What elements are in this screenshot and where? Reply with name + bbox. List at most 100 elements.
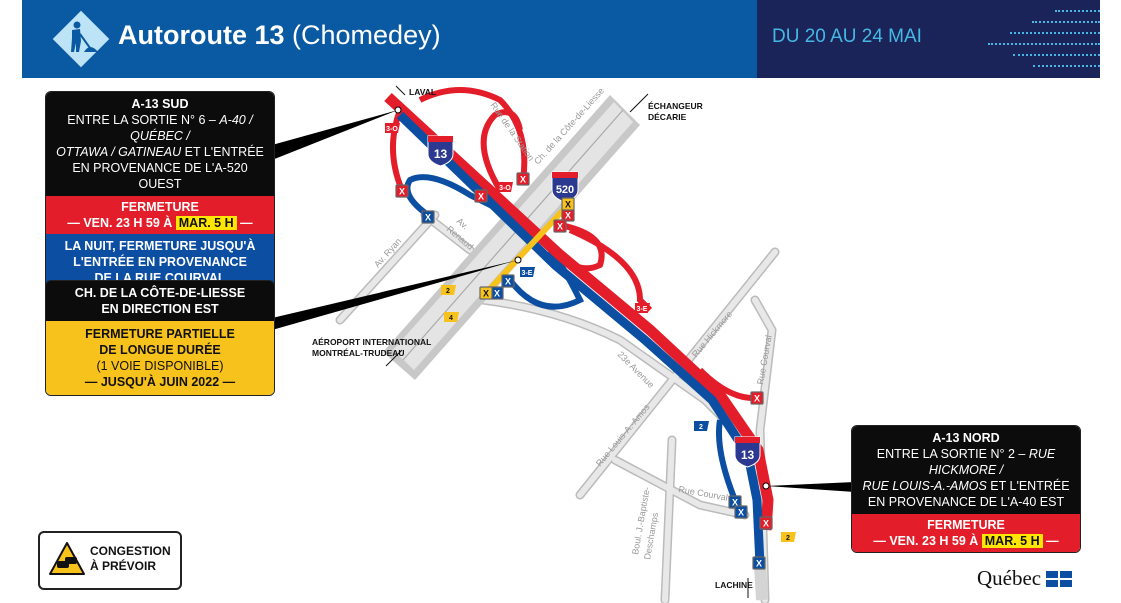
quebec-flag-icon [1046,571,1073,587]
closure-marker-red: X [750,391,764,405]
closure-marker-red: X [474,189,488,203]
closure-marker-yellow: X [561,197,575,211]
notice-a13-nord: A-13 NORD ENTRE LA SORTIE N° 2 – RUE HIC… [851,425,1081,553]
svg-text:2: 2 [786,535,790,542]
notice-text: RUE LOUIS-A.-AMOS [862,479,987,493]
street-label: Rue de la Station [488,100,536,162]
direction-airport: AÉROPORT INTERNATIONAL [312,337,431,347]
notice-text: ET L'ENTRÉE [181,145,264,159]
closure-marker-red: X [561,208,575,222]
svg-text:X: X [565,211,571,221]
closure-time: — VEN. 23 H 59 À [873,534,982,548]
legend-text: À PRÉVOIR [90,559,157,573]
closure-label: FERMETURE [121,200,199,214]
closure-marker-blue: X [421,210,435,224]
notice-text: (1 VOIE DISPONIBLE) [96,359,224,373]
direction-decarie: DÉCARIE [648,112,687,122]
notice-a13-sud: A-13 SUD ENTRE LA SORTIE N° 6 – A-40 / Q… [45,91,275,291]
closure-end-time: MAR. 5 H [981,534,1043,548]
street-label: Rue Louis-A.-Amos [594,402,652,469]
closure-time: — [236,216,253,230]
notice-text: FERMETURE PARTIELLE [85,327,235,341]
svg-text:X: X [520,175,526,185]
notice-text: ENTRE LA SORTIE N° 6 – [67,113,220,127]
cote-de-liesse-road [383,95,640,380]
svg-text:X: X [505,277,511,287]
svg-text:X: X [483,289,489,299]
notice-text: A-40 / QUÉBEC / [130,113,253,143]
notice-text: RUE HICKMORE / [928,447,1056,477]
congestion-cars-icon [49,542,85,575]
decor-dots [1033,65,1100,69]
notice-heading: CH. DE LA CÔTE-DE-LIESSE [74,286,246,300]
notice-text: ENTRE LA SORTIE N° 2 – [876,447,1029,461]
direction-airport: MONTRÉAL-TRUDEAU [312,348,405,358]
closure-label: FERMETURE [927,518,1005,532]
closure-time: — VEN. 23 H 59 À [67,216,176,230]
svg-text:3-E: 3-E [637,306,648,313]
a13-southbound-red [384,92,774,531]
decor-dots [1010,32,1100,36]
closure-marker-blue: X [501,274,515,288]
direction-lachine: LACHINE [715,580,753,590]
night-closure-text: LA NUIT, FERMETURE JUSQU'À [64,239,256,253]
svg-text:X: X [557,222,563,232]
decor-dots [988,43,1100,47]
svg-text:2: 2 [446,288,450,295]
closure-marker-blue: X [734,505,748,519]
svg-text:X: X [763,519,769,529]
closure-time: — [1042,534,1059,548]
svg-text:X: X [754,394,760,404]
roadwork-worker-icon [52,10,110,68]
header-banner: Autoroute 13 (Chomedey) [22,0,757,78]
notice-text: EN PROVENANCE DE L'A-40 EST [867,495,1065,509]
closure-marker-red: X [553,219,567,233]
direction-laval: LAVAL [409,87,436,97]
notice-text: ET L'ENTRÉE [986,479,1070,493]
exit-tag-3o: 3-O [385,123,400,133]
decor-dots [1055,10,1100,14]
page-title: Autoroute 13 (Chomedey) [118,20,441,50]
decor-dots [1032,21,1100,25]
notice-text: — JUSQU'À JUIN 2022 — [84,375,236,389]
svg-text:X: X [565,200,571,210]
notice-heading: A-13 NORD [932,431,1000,445]
notice-heading: EN DIRECTION EST [101,302,219,316]
svg-text:X: X [738,508,744,518]
date-banner: DU 20 AU 24 MAI [757,0,1100,78]
exit-tag-2: 2 [781,532,796,542]
notice-heading: A-13 SUD [131,97,189,111]
a13-northbound-blue [396,111,765,566]
closure-marker-blue: X [728,495,742,509]
closure-marker-red: X [395,184,409,198]
night-closure-text: L'ENTRÉE EN PROVENANCE [73,255,247,269]
notice-text: DE LONGUE DURÉE [99,343,221,357]
closure-end-time: MAR. 5 H [175,216,237,230]
notice-cote-de-liesse: CH. DE LA CÔTE-DE-LIESSE EN DIRECTION ES… [45,280,275,396]
a13-shield: 13 [734,436,761,468]
svg-text:520: 520 [556,184,574,196]
svg-text:X: X [399,187,405,197]
svg-text:X: X [478,192,484,202]
closure-marker-blue: X [752,556,766,570]
notice-text: OTTAWA / GATINEAU [56,145,182,159]
closure-marker-yellow: X [479,286,493,300]
closure-marker-blue: X [490,286,504,300]
quebec-logo: Québec [977,566,1073,591]
svg-text:X: X [732,498,738,508]
svg-text:13: 13 [434,147,448,161]
svg-text:3-E: 3-E [522,270,533,277]
closure-marker-red: X [759,516,773,530]
svg-text:X: X [425,213,431,223]
street-label: Rue Hickmore [690,309,734,359]
svg-text:4: 4 [449,315,453,322]
direction-decarie: ÉCHANGEUR [648,101,703,111]
exit-tag-4: 4 [444,312,459,322]
svg-text:X: X [756,559,762,569]
exit-tag-3o: 3-O [498,182,513,192]
decor-dots [1013,54,1100,58]
exit-tag-2: 2 [694,421,709,431]
svg-text:3-O: 3-O [386,126,398,133]
exit-tag-2: 2 [441,285,456,295]
